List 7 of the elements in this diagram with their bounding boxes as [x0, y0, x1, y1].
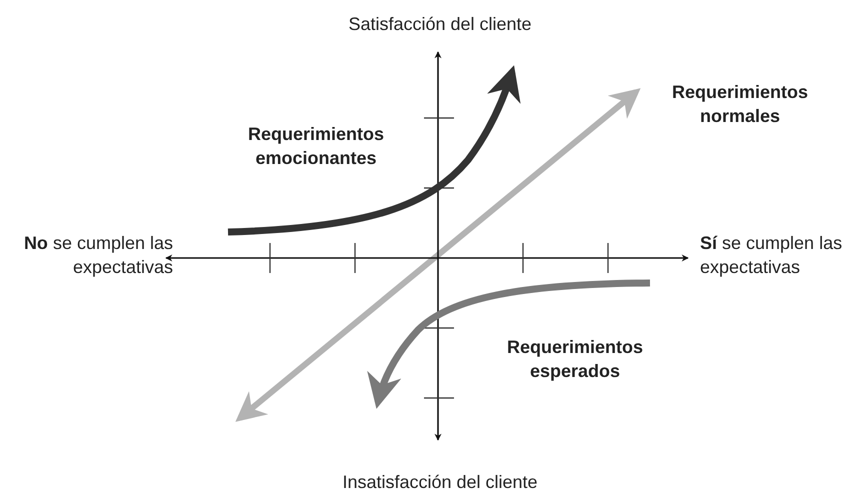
curve-label: Requerimientos esperados — [506, 336, 644, 383]
curve-label: Requerimientos emocionantes — [246, 123, 386, 170]
axis-label: Insatisfacción del cliente — [342, 471, 538, 494]
curve-label: Requerimientos normales — [670, 81, 810, 128]
axis-label: No se cumplen las expectativas — [22, 232, 173, 279]
axis-label: Satisfacción del cliente — [348, 13, 532, 36]
axis-label: Sí se cumplen las expectativas — [700, 232, 844, 279]
